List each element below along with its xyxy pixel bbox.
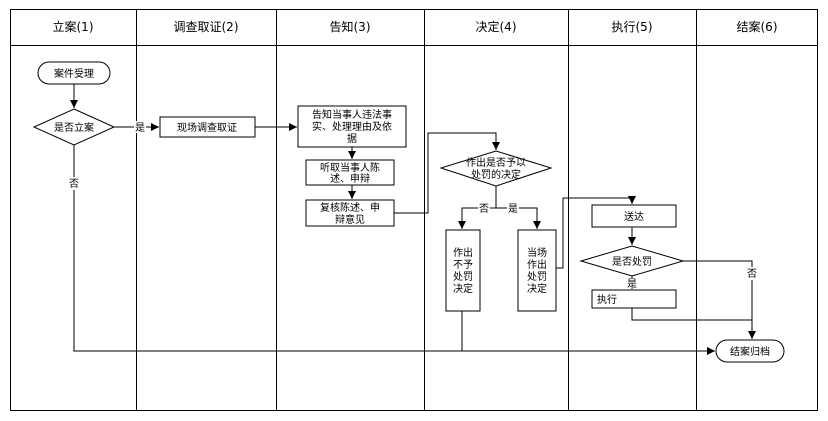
node-text: 作出 bbox=[527, 258, 547, 271]
node-file-case-decision: 是否立案 bbox=[32, 108, 116, 146]
node-hearing: 听取当事人陈 述、申辩 bbox=[305, 159, 395, 186]
swimlane-grid bbox=[10, 9, 818, 411]
label-bg bbox=[68, 177, 80, 190]
node-text: 实、处理理由及依 bbox=[312, 120, 392, 133]
edge-review-to-decision bbox=[394, 132, 500, 214]
edge-label-file-no: 否 bbox=[69, 178, 79, 190]
node-text: 处罚 bbox=[527, 271, 547, 283]
lane-headers: 立案(1) 调查取证(2) 告知(3) 决定(4) 执行(5) 结案(6) bbox=[53, 19, 778, 34]
node-text: 执行 bbox=[597, 293, 617, 306]
label-bg bbox=[746, 267, 758, 280]
node-review: 复核陈述、申 辩意见 bbox=[305, 199, 395, 227]
process-box bbox=[297, 105, 407, 148]
edge-label-penalty-no: 否 bbox=[747, 268, 757, 280]
edge-onsite-to-deliver bbox=[556, 196, 636, 269]
process-box bbox=[305, 199, 395, 227]
node-investigation: 现场调查取证 bbox=[159, 116, 256, 138]
process-box bbox=[517, 229, 557, 312]
lane-header-notification: 告知(3) bbox=[330, 20, 371, 34]
start-terminal bbox=[37, 61, 111, 85]
node-deliver: 送达 bbox=[591, 204, 677, 228]
node-text: 处罚 bbox=[453, 271, 473, 283]
process-box bbox=[305, 159, 395, 186]
node-text: 据 bbox=[347, 132, 357, 145]
node-whether-penalty: 是否处罚 bbox=[579, 245, 685, 277]
process-box bbox=[159, 116, 256, 138]
lane-header-investigation: 调查取证(2) bbox=[174, 20, 239, 34]
node-penalty-decision: 作出是否予以 处罚的决定 bbox=[439, 150, 553, 187]
lane-header-execution: 执行(5) bbox=[612, 20, 653, 34]
edge-whether-no bbox=[683, 260, 756, 339]
decision-diamond bbox=[32, 108, 116, 146]
label-bg bbox=[478, 202, 490, 214]
node-onsite-penalty: 当场 作出 处罚 决定 bbox=[517, 229, 557, 312]
lane-header-decision: 决定(4) bbox=[476, 19, 517, 34]
label-bg bbox=[134, 121, 146, 133]
node-text: 告知当事人违法事 bbox=[312, 108, 392, 121]
node-text: 辩意见 bbox=[335, 213, 365, 226]
decision-diamond bbox=[439, 150, 553, 187]
decision-diamond bbox=[579, 245, 685, 277]
node-text: 作出是否予以 bbox=[466, 156, 526, 169]
node-text: 决定 bbox=[453, 282, 473, 295]
edge-label-decision-yes: 是 bbox=[508, 203, 518, 215]
label-bg bbox=[626, 278, 638, 288]
node-text: 结案归档 bbox=[730, 345, 770, 358]
process-box bbox=[591, 204, 677, 228]
lane-header-filing: 立案(1) bbox=[53, 19, 94, 34]
edge-labels: 是 否 否 是 是 否 bbox=[68, 121, 758, 290]
node-notify: 告知当事人违法事 实、处理理由及依 据 bbox=[297, 105, 407, 148]
end-terminal bbox=[715, 339, 785, 363]
process-box bbox=[445, 229, 481, 312]
table-border bbox=[10, 9, 818, 411]
node-text: 述、申辩 bbox=[330, 172, 370, 185]
flow-edges bbox=[70, 84, 756, 355]
process-box bbox=[591, 289, 677, 309]
node-case-accept: 案件受理 bbox=[37, 61, 111, 85]
label-bg bbox=[507, 202, 519, 214]
node-text: 作出 bbox=[453, 246, 473, 259]
edge-label-file-yes: 是 bbox=[135, 122, 145, 134]
node-text: 听取当事人陈 bbox=[320, 161, 380, 174]
node-text: 现场调查取证 bbox=[177, 121, 237, 134]
node-text: 当场 bbox=[527, 246, 547, 259]
node-text: 送达 bbox=[624, 210, 644, 223]
edge-label-penalty-yes: 是 bbox=[627, 278, 637, 290]
edge-label-decision-no: 否 bbox=[479, 203, 489, 215]
node-text: 是否处罚 bbox=[612, 256, 652, 268]
node-execute: 执行 bbox=[591, 289, 677, 309]
node-text: 是否立案 bbox=[54, 121, 94, 134]
node-no-penalty: 作出 不予 处罚 决定 bbox=[445, 229, 481, 312]
node-text: 案件受理 bbox=[54, 67, 94, 80]
node-text: 决定 bbox=[527, 282, 547, 295]
node-text: 复核陈述、申 bbox=[320, 201, 380, 214]
node-text: 处罚的决定 bbox=[471, 168, 521, 181]
edge-filing-no bbox=[73, 145, 715, 355]
node-text: 不予 bbox=[453, 259, 473, 271]
lane-header-closing: 结案(6) bbox=[737, 19, 778, 34]
edge-execute-to-close bbox=[631, 308, 752, 321]
node-close-case: 结案归档 bbox=[715, 339, 785, 363]
